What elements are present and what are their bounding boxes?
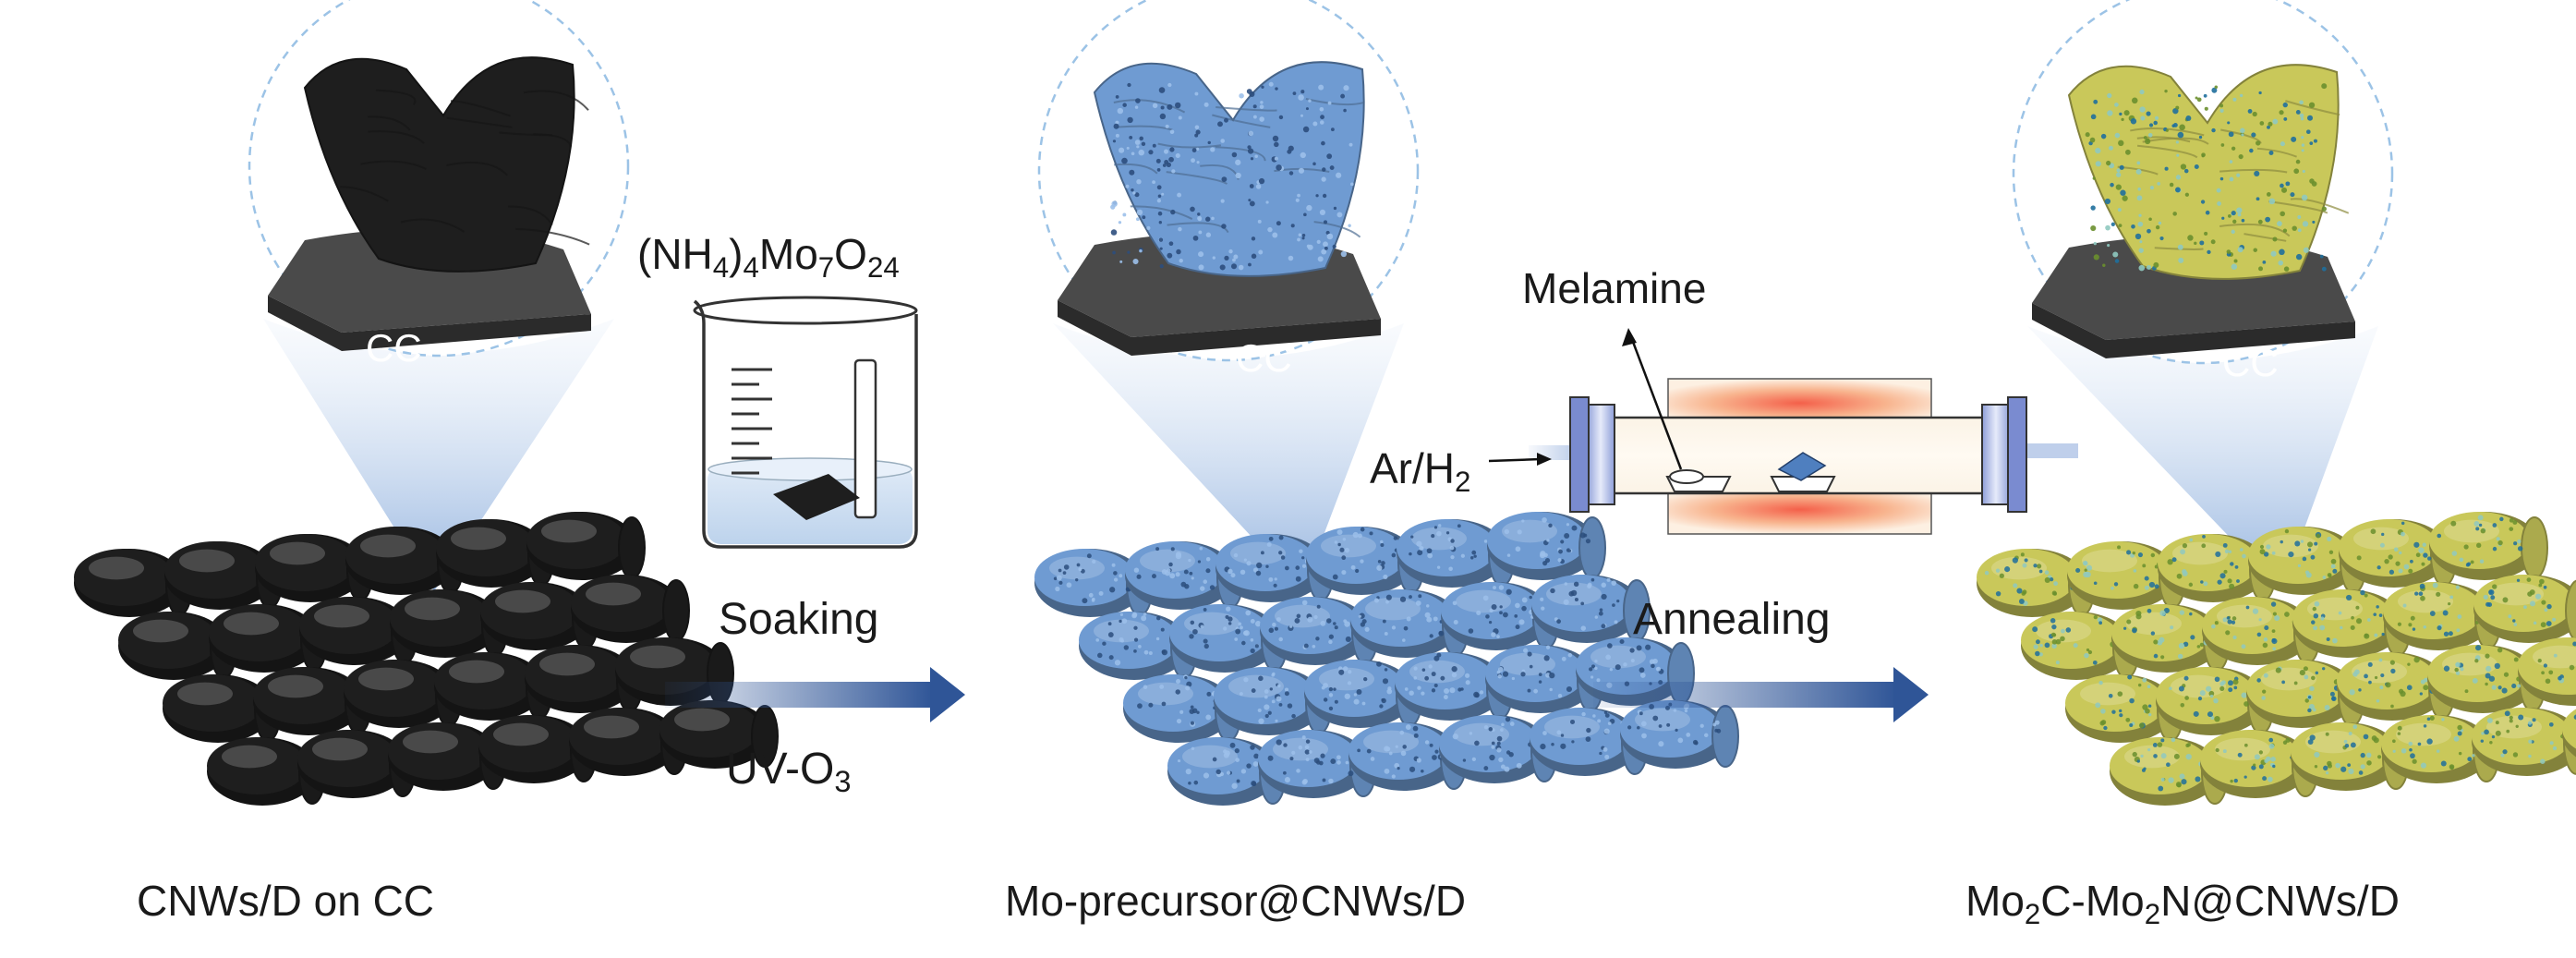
uv-o3-label: UV-O3 [726, 745, 852, 799]
tissue-sample-3 [2067, 64, 2340, 280]
stir-rod [853, 358, 877, 519]
caption-mo-precursor: Mo-precursor@CNWs/D [1005, 877, 1467, 925]
gas-label: Ar/H2 [1370, 444, 1471, 498]
annealing-arrow-head [1893, 667, 1929, 722]
sample-boat [1770, 476, 1836, 492]
melamine-pointer [1631, 341, 1683, 470]
gas-inlet-arrow [1488, 457, 1542, 463]
tissue-sample-1 [303, 56, 575, 273]
flange-left [1586, 404, 1615, 505]
soaking-arrow [665, 667, 965, 722]
beaker-outline [693, 299, 918, 549]
woven-fabric-1 [74, 512, 779, 806]
flange-right [1981, 404, 2011, 505]
reagent-formula: (NH4)4Mo7O24 [637, 230, 900, 284]
caption-mo2c-mo2n: Mo2C-Mo2N@CNWs/D [1965, 877, 2400, 930]
soaking-arrow-head [930, 667, 965, 722]
woven-fabric-3 [1977, 512, 2576, 806]
heater-bottom [1667, 492, 1932, 535]
magnify-beam-2 [1053, 323, 1404, 591]
magnified-view-1 [248, 0, 630, 358]
melamine-label: Melamine [1522, 264, 1707, 312]
cc-label-2: CC [1236, 336, 1292, 380]
sample-cloth [1777, 452, 1827, 481]
melamine-powder [1669, 469, 1704, 484]
magnify-beam-3 [2027, 326, 2378, 591]
magnified-view-3 [2012, 0, 2394, 365]
cc-label-1: CC [366, 326, 422, 370]
beaker-icon [693, 296, 918, 549]
caption-cnws-on-cc: CNWs/D on CC [137, 877, 435, 925]
heater-top [1667, 378, 1932, 420]
annealing-arrow [1593, 667, 1929, 722]
cc-label-3: CC [2222, 341, 2279, 384]
woven-fabric-2 [1034, 512, 1739, 806]
tube-furnace [1488, 328, 2078, 535]
magnified-view-2 [1037, 0, 1420, 362]
magnify-beam-1 [263, 319, 614, 591]
immersed-cloth [773, 474, 860, 520]
annealing-label: Annealing [1633, 595, 1831, 644]
soaking-label: Soaking [719, 595, 879, 644]
